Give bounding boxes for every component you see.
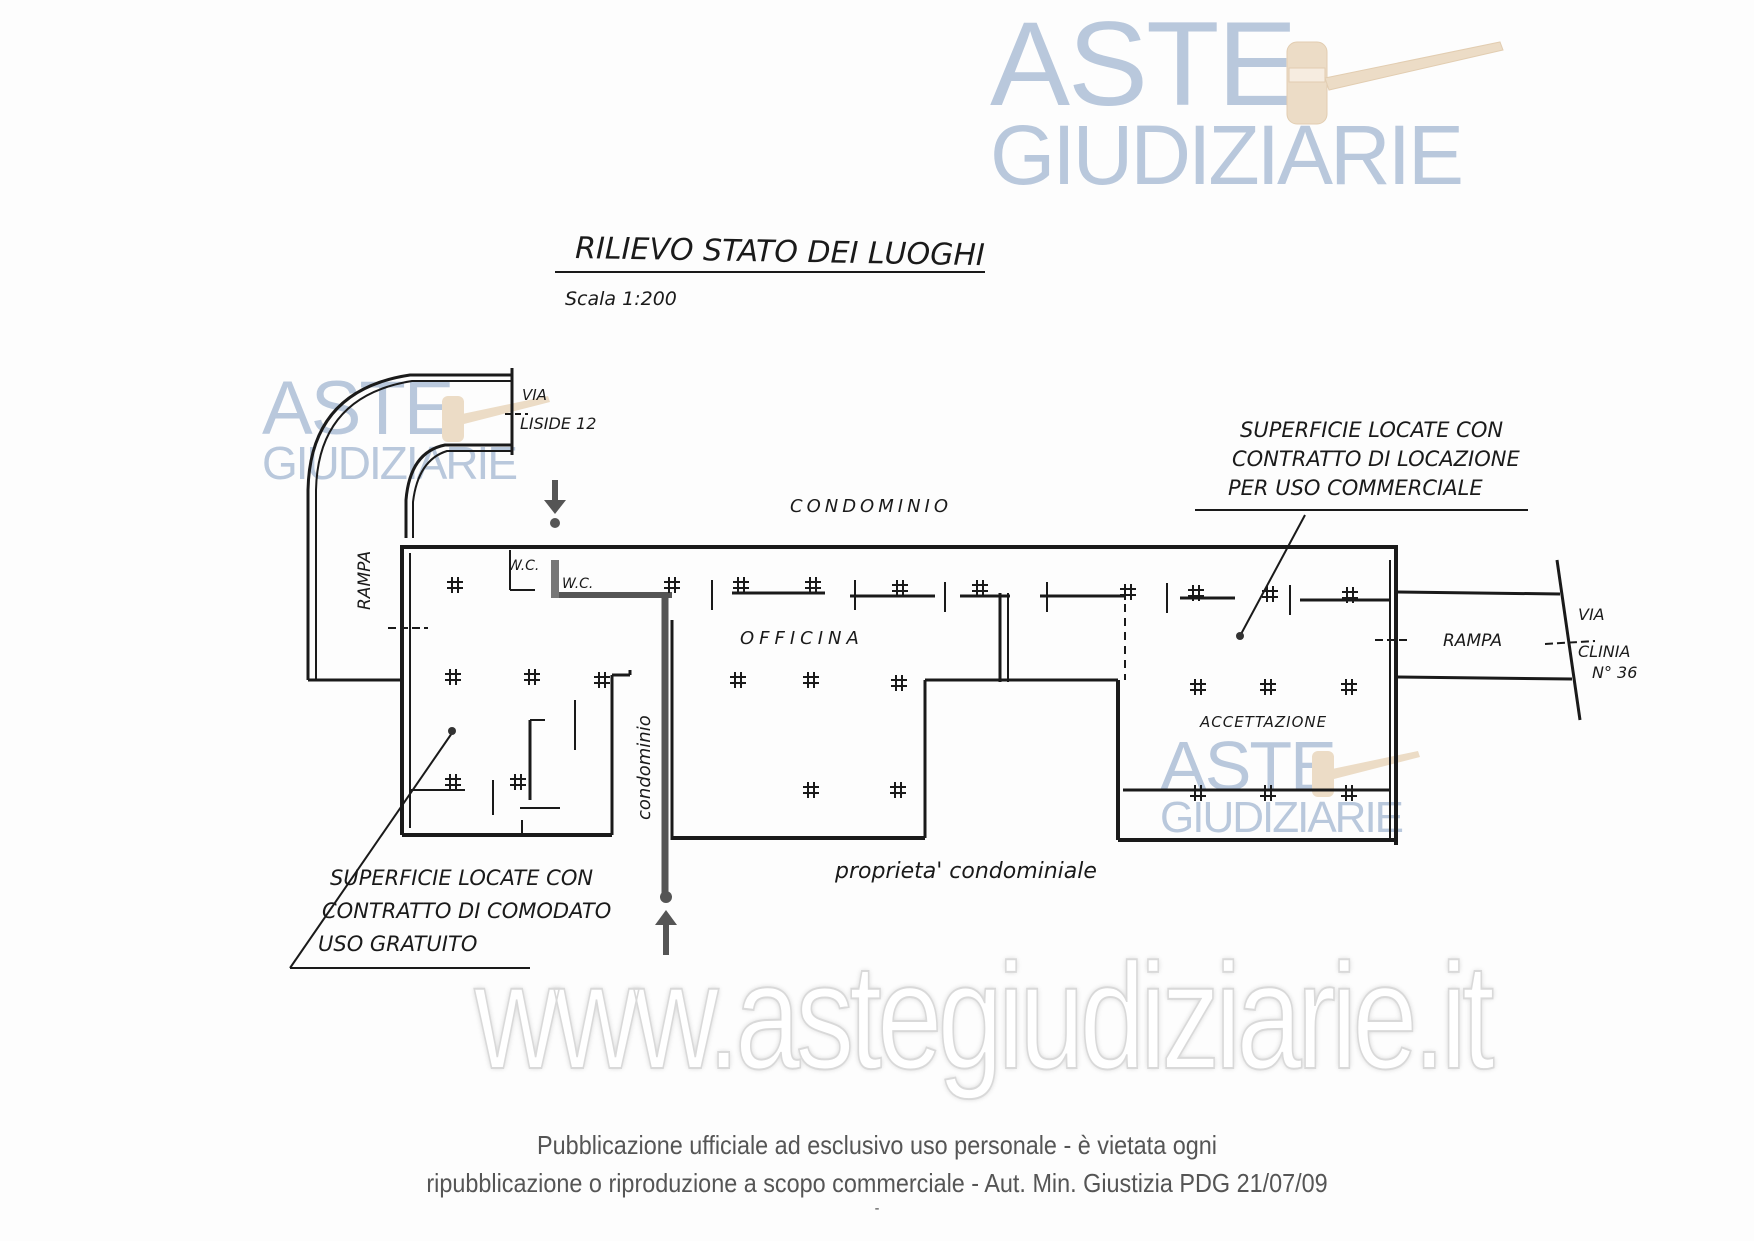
area-marker-right — [1236, 632, 1244, 640]
note-right-line3: PER USO COMMERCIALE — [1228, 476, 1483, 500]
drawing-title: RILIEVO STATO DEI LUOGHI — [575, 231, 985, 273]
drawing-scale: Scala 1:200 — [565, 288, 677, 310]
street-label-liside: LISIDE 12 — [520, 414, 596, 433]
street-label-number: N° 36 — [1592, 663, 1637, 682]
street-label-via-right: VIA — [1578, 605, 1605, 624]
logo-line-aste: ASTE — [262, 366, 455, 451]
aste-giudiziarie-logo-top: ASTE GIUDIZIARIE — [990, 0, 1464, 202]
proprieta-condominiale-label: proprieta' condominiale — [834, 859, 1097, 884]
footer-line-2: ripubblicazione o riproduzione a scopo c… — [426, 1168, 1328, 1198]
logo-line-aste: ASTE — [990, 0, 1297, 131]
street-label-via-left: VIA — [522, 386, 547, 404]
gavel-icon — [442, 396, 550, 442]
logo-line-giudiziarie: GIUDIZIARIE — [1160, 793, 1404, 842]
note-left-line1: SUPERFICIE LOCATE CON — [330, 866, 593, 890]
area-marker-left — [448, 727, 456, 735]
note-left-line3: USO GRATUITO — [318, 932, 477, 956]
logo-line-giudiziarie: GIUDIZIARIE — [990, 108, 1464, 202]
note-left-line2: CONTRATTO DI COMODATO — [322, 899, 611, 923]
officina-label: OFFICINA — [740, 628, 864, 649]
pillar-markers — [445, 577, 1358, 801]
entrance-arrows — [544, 480, 677, 955]
wc-label-1: W.C. — [508, 558, 539, 574]
condominio-vertical-label: condominio — [634, 715, 655, 820]
condominio-label: CONDOMINIO — [790, 496, 952, 517]
wc-label-2: W.C. — [562, 576, 593, 592]
gavel-icon — [1286, 41, 1504, 125]
url-watermark: www.astegiudiziarie.it — [474, 931, 1496, 1101]
footer-line-3: - — [874, 1200, 880, 1217]
footer-line-1: Pubblicazione ufficiale ad esclusivo uso… — [537, 1130, 1217, 1160]
note-right-line1: SUPERFICIE LOCATE CON — [1240, 418, 1503, 442]
aste-giudiziarie-logo-left: ASTE GIUDIZIARIE — [262, 366, 518, 490]
rampa-right-label: RAMPA — [1443, 631, 1502, 651]
street-label-clinia: CLINIA — [1578, 642, 1630, 661]
note-right-line2: CONTRATTO DI LOCAZIONE — [1232, 447, 1520, 471]
logo-line-giudiziarie: GIUDIZIARIE — [262, 437, 518, 490]
rampa-left-label: RAMPA — [355, 551, 375, 610]
accettazione-label: ACCETTAZIONE — [1199, 713, 1327, 731]
